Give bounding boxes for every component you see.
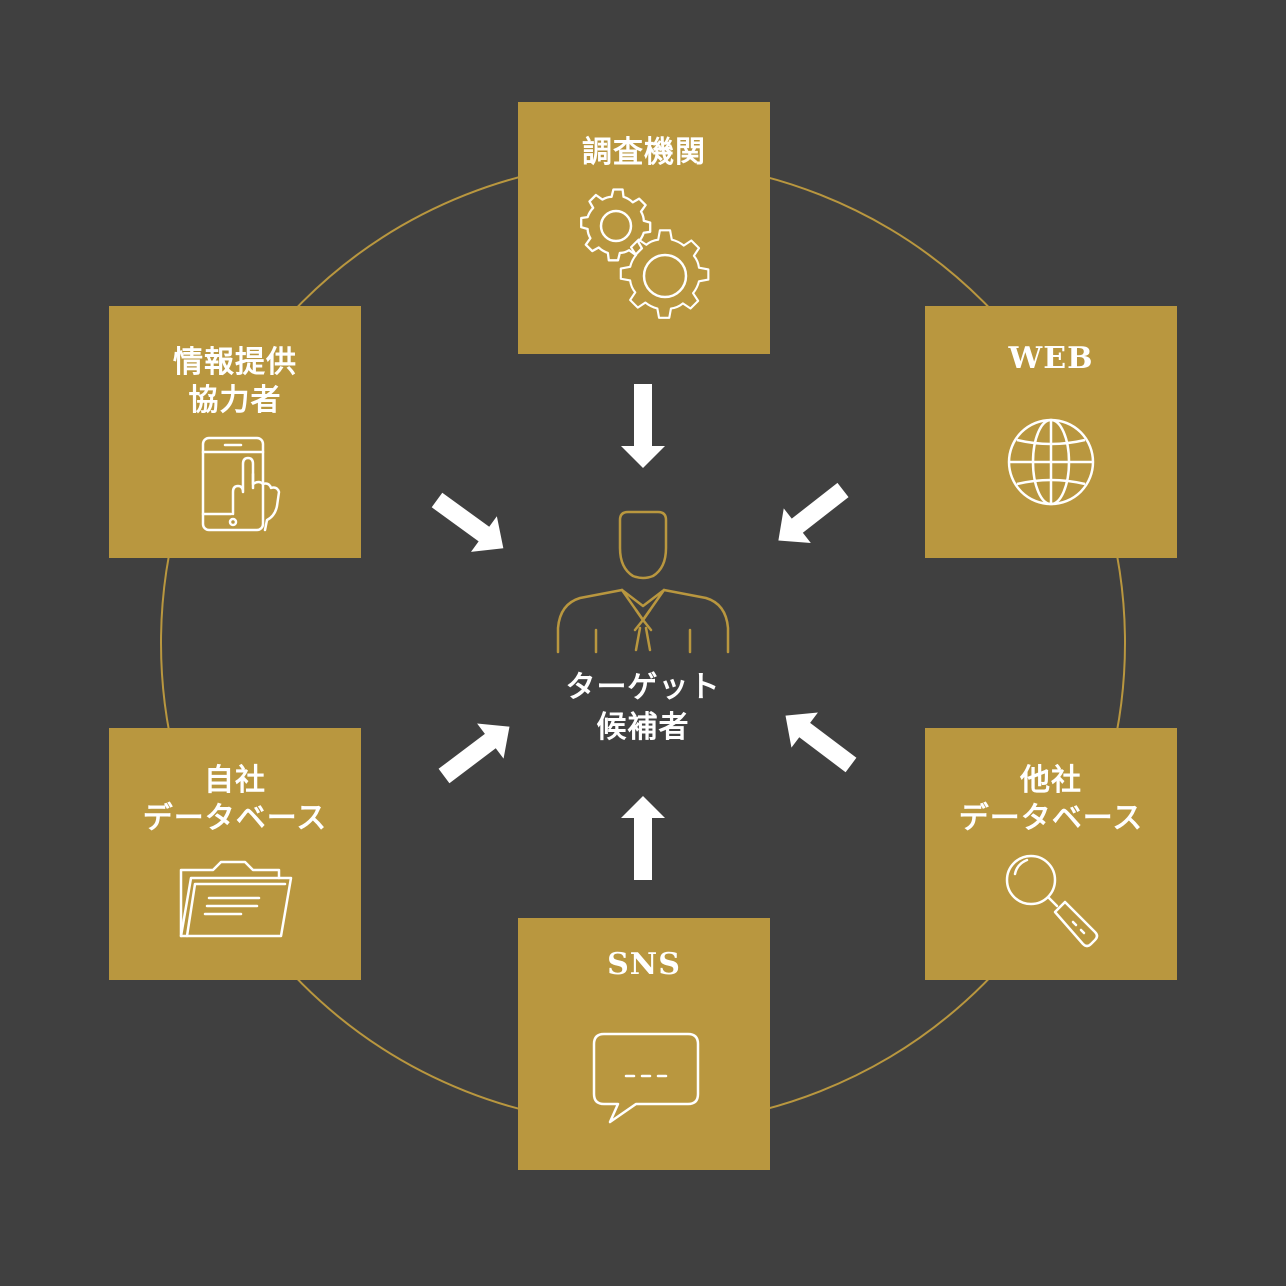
source-label: WEB [925, 340, 1177, 378]
source-label: 調査機関 [518, 134, 770, 172]
source-label-line: 自社 [204, 763, 266, 798]
source-box-informant: 情報提供 協力者 [109, 306, 361, 558]
source-label-line: 協力者 [188, 383, 282, 418]
arrow-from-web [778, 482, 849, 544]
chat-bubble-icon [592, 1032, 700, 1124]
arrow-from-tasha [785, 712, 857, 773]
arrow-from-chosa [621, 384, 665, 468]
source-label-line: 調査機関 [582, 135, 706, 170]
globe-icon [1007, 418, 1095, 506]
source-box-research-agency: 調査機関 [518, 102, 770, 354]
source-box-other-database: 他社 データベース [925, 728, 1177, 980]
source-label-line: SNS [607, 947, 681, 982]
source-box-sns: SNS [518, 918, 770, 1170]
source-box-own-database: 自社 データベース [109, 728, 361, 980]
source-label: SNS [518, 946, 770, 984]
folder-icon [179, 860, 293, 938]
gears-icon [580, 188, 710, 319]
source-box-web: WEB [925, 306, 1177, 558]
source-label-line: 情報提供 [173, 345, 297, 380]
source-label-line: データベース [142, 801, 328, 836]
magnifier-icon [1005, 854, 1099, 948]
target-candidate-label: ターゲット 候補者 [543, 668, 743, 748]
arrow-from-sns [621, 796, 665, 880]
target-label-line-1: ターゲット [565, 670, 721, 705]
source-label: 自社 データベース [109, 762, 361, 838]
source-label-line: データベース [958, 801, 1144, 836]
source-label: 他社 データベース [925, 762, 1177, 838]
smartphone-tap-icon [201, 436, 281, 532]
source-label: 情報提供 協力者 [109, 344, 361, 420]
arrow-from-jisha [438, 723, 510, 784]
source-label-line: WEB [1008, 341, 1094, 376]
source-label-line: 他社 [1020, 763, 1082, 798]
target-label-line-2: 候補者 [596, 710, 690, 745]
arrow-from-joho [431, 492, 504, 552]
